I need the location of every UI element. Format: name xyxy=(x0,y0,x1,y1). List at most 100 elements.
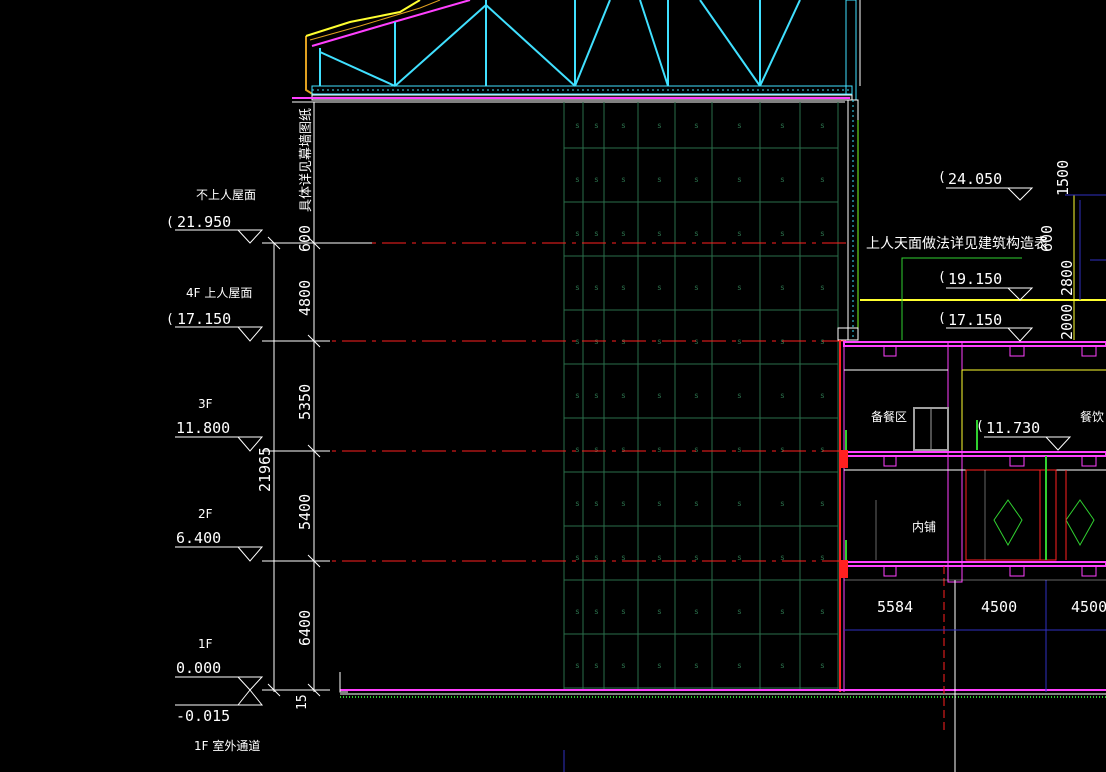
grid-panel-mark: s xyxy=(594,553,599,562)
grid-panel-mark: s xyxy=(694,445,699,454)
grid-panel-mark: s xyxy=(737,391,742,400)
grid-panel-mark: s xyxy=(780,229,785,238)
grid-panel-mark: s xyxy=(575,229,580,238)
grid-panel-mark: s xyxy=(780,553,785,562)
grid-panel-mark: s xyxy=(780,499,785,508)
grid-panel-mark: s xyxy=(820,175,825,184)
right-dim-2800: 2800 xyxy=(1058,260,1076,296)
grid-panel-mark: s xyxy=(575,283,580,292)
room-prep-area: 备餐区 xyxy=(871,409,907,424)
bottom-dim-5584: 5584 xyxy=(877,598,913,616)
grid-panel-mark: s xyxy=(820,121,825,130)
dim-5350: 5350 xyxy=(296,384,314,420)
level-value: 11.730 xyxy=(986,419,1040,437)
level-value: 0.000 xyxy=(176,659,221,677)
grid-panel-mark: s xyxy=(575,553,580,562)
level-name: 2F xyxy=(198,507,213,521)
grid-panel-mark: s xyxy=(780,391,785,400)
grid-panel-mark: s xyxy=(621,445,626,454)
grid-panel-mark: s xyxy=(780,607,785,616)
grid-panel-mark: s xyxy=(594,661,599,670)
grid-panel-mark: s xyxy=(575,391,580,400)
right-building xyxy=(840,194,1106,772)
level-below-value: -0.015 xyxy=(176,707,230,725)
level-mark-1f: 1F 0.000 -0.015 1F 室外通道 xyxy=(175,637,264,753)
ground-line xyxy=(339,672,1106,772)
grid-panel-mark: s xyxy=(575,175,580,184)
right-dim-600: 600 xyxy=(1038,225,1056,252)
grid-panel-mark: s xyxy=(575,661,580,670)
level-mark-4f: 4F 上人屋面 17.150 ( xyxy=(166,286,264,342)
dim-600: 600 xyxy=(296,225,314,252)
dim-6400: 6400 xyxy=(296,610,314,646)
grid-panel-mark: s xyxy=(694,121,699,130)
dim-5400: 5400 xyxy=(296,494,314,530)
grid-panel-mark: s xyxy=(694,229,699,238)
grid-panel-mark: s xyxy=(575,607,580,616)
dimension-chain-left xyxy=(262,102,372,697)
roof-note: 上人天面做法详见建筑构造表 xyxy=(866,236,1048,252)
grid-panel-mark: s xyxy=(737,283,742,292)
grid-panel-mark: s xyxy=(575,445,580,454)
level-value: 24.050 xyxy=(948,170,1002,188)
level-bracket: ( xyxy=(938,270,946,285)
bottom-dim-4500-a: 4500 xyxy=(981,598,1017,616)
grid-panel-mark: s xyxy=(594,607,599,616)
grid-panel-mark: s xyxy=(694,661,699,670)
grid-panel-mark: s xyxy=(694,499,699,508)
grid-panel-mark: s xyxy=(621,175,626,184)
grid-panel-mark: s xyxy=(780,121,785,130)
grid-panel-mark: s xyxy=(780,445,785,454)
right-level-17150: ( 17.150 xyxy=(938,311,1034,342)
grid-panel-mark: s xyxy=(737,337,742,346)
grid-panel-mark: s xyxy=(737,121,742,130)
level-mark-roof: 不上人屋面 21.950 ( xyxy=(166,188,264,244)
grid-panel-mark: s xyxy=(657,337,662,346)
right-dim-2000: 2000 xyxy=(1058,304,1076,340)
bottom-dim-4500-b: 4500 xyxy=(1071,598,1106,616)
outdoor-passage-label: 1F 室外通道 xyxy=(194,738,260,753)
grid-panel-mark: s xyxy=(594,121,599,130)
level-name: 3F xyxy=(198,397,213,411)
room-shops: 内铺 xyxy=(912,520,936,534)
dim-15: 15 xyxy=(295,694,310,710)
level-name: 1F xyxy=(198,637,213,651)
grid-panel-mark: s xyxy=(594,175,599,184)
curtain-wall-note: 具体详见幕墙图纸 xyxy=(299,108,314,212)
grid-panel-mark: s xyxy=(820,553,825,562)
grid-panel-mark: s xyxy=(594,499,599,508)
grid-panel-mark: s xyxy=(694,391,699,400)
grid-panel-mark: s xyxy=(820,445,825,454)
level-name: 4F 上人屋面 xyxy=(186,286,252,300)
grid-panel-mark: s xyxy=(657,607,662,616)
grid-panel-mark: s xyxy=(737,499,742,508)
grid-panel-mark: s xyxy=(621,499,626,508)
grid-panel-mark: s xyxy=(694,553,699,562)
grid-panel-mark: s xyxy=(820,499,825,508)
grid-panel-mark: s xyxy=(575,499,580,508)
grid-panel-mark: s xyxy=(820,283,825,292)
grid-panel-mark: s xyxy=(594,229,599,238)
grid-panel-mark: s xyxy=(820,607,825,616)
grid-panel-mark: s xyxy=(621,283,626,292)
grid-panel-mark: s xyxy=(657,175,662,184)
level-value: 17.150 xyxy=(177,310,231,328)
grid-panel-mark: s xyxy=(820,391,825,400)
grid-panel-mark: s xyxy=(575,337,580,346)
grid-panel-mark: s xyxy=(621,553,626,562)
room-dining: 餐饮 xyxy=(1080,409,1104,424)
level-value: 6.400 xyxy=(176,529,221,547)
grid-panel-mark: s xyxy=(657,499,662,508)
grid-panel-mark: s xyxy=(694,337,699,346)
roof-truss xyxy=(292,0,861,103)
level-mark-3f: 3F 11.800 xyxy=(175,397,264,452)
curtain-wall-grid: s s s s s s s s s s s s s s s s s s s s s s s s s s s s s s s s s s s s s s s s… xyxy=(563,102,839,690)
grid-panel-mark: s xyxy=(694,283,699,292)
level-name: 不上人屋面 xyxy=(196,188,256,202)
level-bracket: ( xyxy=(166,312,174,327)
level-bracket: ( xyxy=(938,311,946,326)
grid-panel-mark: s xyxy=(621,391,626,400)
grid-panel-mark: s xyxy=(657,445,662,454)
grid-panel-mark: s xyxy=(694,175,699,184)
